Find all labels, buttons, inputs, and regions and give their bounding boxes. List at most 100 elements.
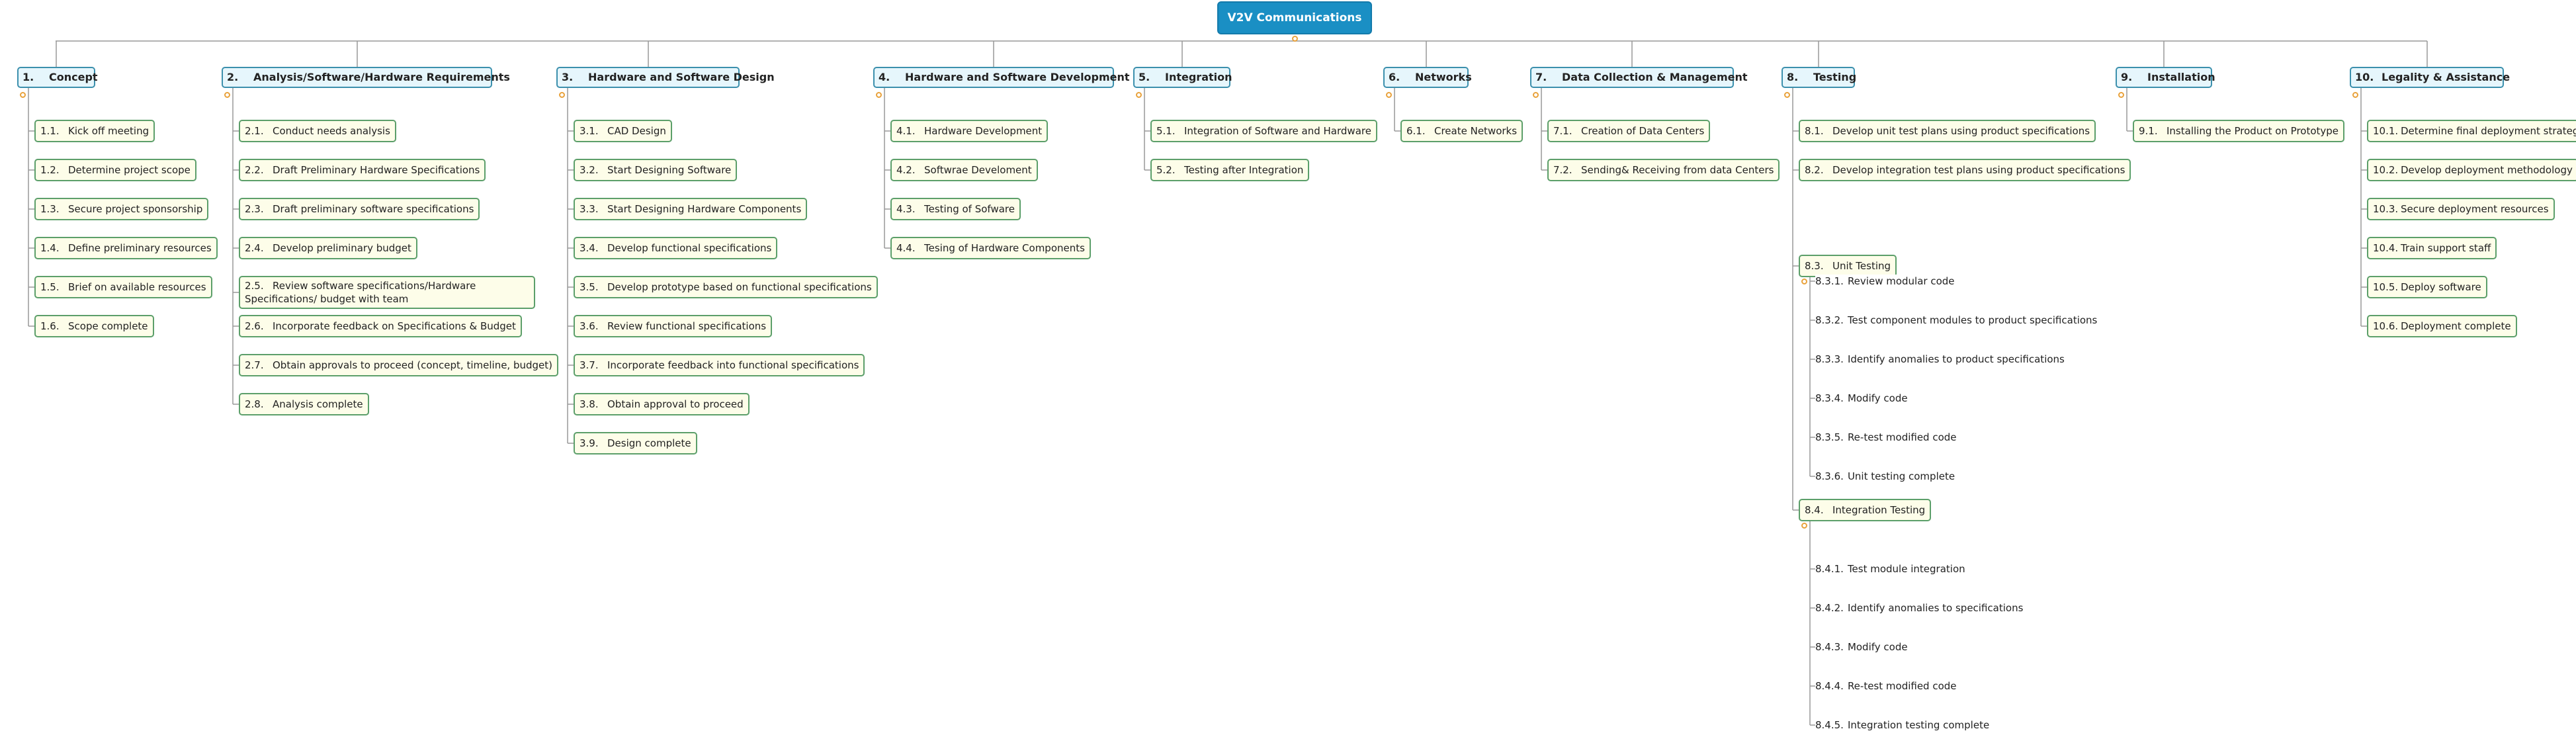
branch-collapse-toggle[interactable] [1135,91,1142,98]
branch-4[interactable]: 4. Hardware and Software Development [873,67,1130,88]
node-number: 8.3.3. [1815,353,1844,365]
sub-subtask-item[interactable]: 8.3.2.Test component modules to product … [1815,314,2098,327]
subtask-item[interactable]: 8.1.Develop unit test plans using produc… [1799,120,2096,142]
branch-collapse-toggle[interactable] [1532,91,1539,98]
subtask-item[interactable]: 3.3.Start Designing Hardware Components [574,198,808,220]
branch-collapse-toggle[interactable] [558,91,565,98]
subtask-item[interactable]: 3.2.Start Designing Software [574,159,738,181]
subtask-item[interactable]: 9.1.Installing the Product on Prototype [2133,120,2345,142]
branch-2[interactable]: 2.Analysis/Software/Hardware Requirement… [222,67,510,88]
node-label: Incorporate feedback into functional spe… [607,359,859,371]
subtask-item[interactable]: 10.2.Develop deployment methodology [2367,159,2576,181]
subtask-item[interactable]: 8.3.Unit Testing [1799,255,1897,277]
sub-subtask-item[interactable]: 8.3.5.Re-test modified code [1815,431,1957,444]
node-label: Review modular code [1847,275,1955,287]
subtask-item[interactable]: 1.6.Scope complete [34,315,154,337]
subtask-item[interactable]: 2.1.Conduct needs analysis [239,120,396,142]
node-number: 2.2. [245,164,264,176]
subtask-item[interactable]: 1.4.Define preliminary resources [34,237,218,259]
node-label: Develop deployment methodology [2401,164,2573,176]
sub-subtask-item[interactable]: 8.4.2.Identify anomalies to specificatio… [1815,601,2024,615]
node-label: Define preliminary resources [68,242,212,254]
node-label: Testing of Sofware [924,203,1015,215]
subtask-item[interactable]: 2.4.Develop preliminary budget [239,237,417,259]
node-label: Develop unit test plans using product sp… [1832,125,2090,137]
branch-6[interactable]: 6.Networks [1383,67,1472,88]
subtask-item[interactable]: 1.2.Determine project scope [34,159,196,181]
subtask-collapse-toggle[interactable] [1801,278,1807,284]
subtask-item[interactable]: 2.6.Incorporate feedback on Specificatio… [239,315,522,337]
node-label: Unit Testing [1832,260,1891,272]
subtask-item[interactable]: 3.7.Incorporate feedback into functional… [574,354,865,376]
node-label: Modify code [1847,392,1908,404]
sub-subtask-item[interactable]: 8.4.5.Integration testing complete [1815,718,1990,732]
subtask-item[interactable]: 3.8.Obtain approval to proceed [574,393,750,415]
subtask-item[interactable]: 4.1.Hardware Development [890,120,1049,142]
node-number: 2.1. [245,125,264,137]
sub-subtask-item[interactable]: 8.3.3.Identify anomalies to product spec… [1815,353,2065,366]
subtask-item[interactable]: 2.3.Draft preliminary software specifica… [239,198,480,220]
subtask-item[interactable]: 3.5.Develop prototype based on functiona… [574,276,878,298]
subtask-item[interactable]: 1.5.Brief on available resources [34,276,212,298]
branch-collapse-toggle[interactable] [2118,91,2124,98]
subtask-item[interactable]: 10.1.Determine final deployment strategy [2367,120,2576,142]
subtask-item[interactable]: 7.1.Creation of Data Centers [1547,120,1711,142]
subtask-item[interactable]: 8.2.Develop integration test plans using… [1799,159,2131,181]
node-number: 8.4.3. [1815,641,1844,653]
node-number: 8.3.5. [1815,431,1844,443]
node-number: 6.1. [1406,125,1426,137]
subtask-item[interactable]: 4.3.Testing of Sofware [890,198,1021,220]
subtask-item[interactable]: 3.9.Design complete [574,432,697,454]
subtask-item[interactable]: 2.5.Review software specifications/Hardw… [239,276,535,309]
subtask-item[interactable]: 3.4.Develop functional specifications [574,237,778,259]
branch-8[interactable]: 8.Testing [1782,67,1856,88]
subtask-item[interactable]: 10.5.Deploy software [2367,276,2487,298]
branch-collapse-toggle[interactable] [875,91,882,98]
subtask-item[interactable]: 7.2.Sending& Receiving from data Centers [1547,159,1780,181]
subtask-item[interactable]: 3.1.CAD Design [574,120,672,142]
subtask-item[interactable]: 10.4.Train support staff [2367,237,2497,259]
branch-9[interactable]: 9.Installation [2116,67,2215,88]
subtask-item[interactable]: 6.1.Create Networks [1400,120,1524,142]
node-number: 5. [1138,71,1150,83]
subtask-item[interactable]: 4.2.Softwrae Develoment [890,159,1038,181]
subtask-item[interactable]: 8.4.Integration Testing [1799,499,1932,521]
subtask-item[interactable]: 5.2.Testing after Integration [1150,159,1310,181]
node-number: 7. [1535,71,1547,83]
subtask-item[interactable]: 5.1.Integration of Software and Hardware [1150,120,1377,142]
node-number: 8. [1787,71,1799,83]
branch-collapse-toggle[interactable] [19,91,26,98]
subtask-item[interactable]: 10.3.Secure deployment resources [2367,198,2555,220]
branch-1[interactable]: 1.Concept [17,67,98,88]
sub-subtask-item[interactable]: 8.4.4.Re-test modified code [1815,679,1957,693]
subtask-item[interactable]: 2.8.Analysis complete [239,393,369,415]
subtask-item[interactable]: 1.3.Secure project sponsorship [34,198,209,220]
branch-collapse-toggle[interactable] [1385,91,1392,98]
root-collapse-toggle[interactable] [1291,35,1298,42]
sub-subtask-item[interactable]: 8.3.4.Modify code [1815,392,1908,405]
subtask-item[interactable]: 4.4.Tesing of Hardware Components [890,237,1091,259]
branch-collapse-toggle[interactable] [2352,91,2358,98]
sub-subtask-item[interactable]: 8.4.1.Test module integration [1815,562,1965,576]
branch-7[interactable]: 7.Data Collection & Management [1530,67,1748,88]
subtask-item[interactable]: 10.6.Deployment complete [2367,315,2517,337]
node-number: 4. [879,71,890,83]
branch-collapse-toggle[interactable] [224,91,230,98]
branch-collapse-toggle[interactable] [1783,91,1790,98]
sub-subtask-item[interactable]: 8.3.1.Review modular code [1815,275,1955,288]
root-node[interactable]: V2V Communications [1217,1,1372,34]
subtask-item[interactable]: 2.2.Draft Preliminary Hardware Specifica… [239,159,486,181]
node-label: Integration [1165,71,1232,83]
node-label: Re-test modified code [1847,680,1957,692]
subtask-item[interactable]: 3.6.Review functional specifications [574,315,773,337]
subtask-collapse-toggle[interactable] [1801,522,1807,529]
sub-subtask-item[interactable]: 8.3.6.Unit testing complete [1815,470,1955,483]
node-number: 8.3.6. [1815,470,1844,482]
subtask-item[interactable]: 2.7.Obtain approvals to proceed (concept… [239,354,558,376]
sub-subtask-item[interactable]: 8.4.3.Modify code [1815,640,1908,654]
branch-10[interactable]: 10.Legality & Assistance [2350,67,2510,88]
branch-5[interactable]: 5. Integration [1133,67,1232,88]
node-label: Hardware and Software Development [905,71,1130,83]
subtask-item[interactable]: 1.1.Kick off meeting [34,120,155,142]
branch-3[interactable]: 3.Hardware and Software Design [556,67,775,88]
